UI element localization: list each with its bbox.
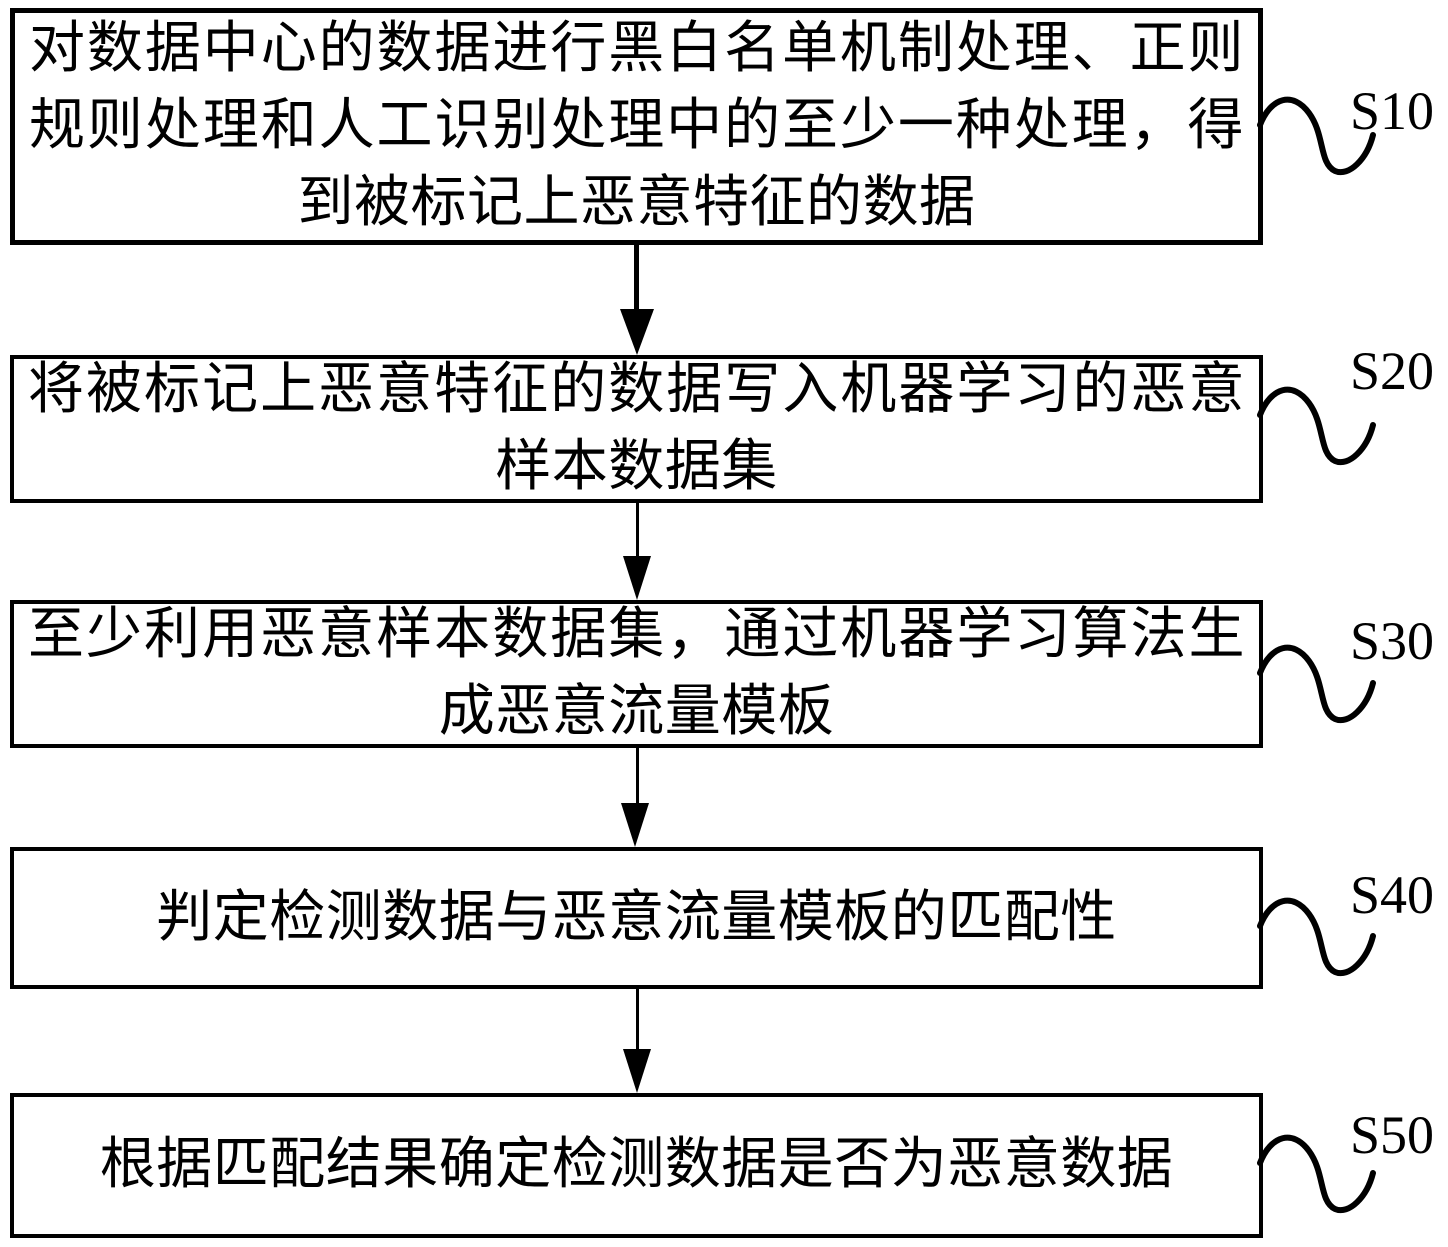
arrow-shaft xyxy=(636,989,639,1051)
step-box-s50: 根据匹配结果确定检测数据是否为恶意数据 xyxy=(10,1093,1263,1238)
arrow-shaft xyxy=(636,503,639,559)
step-connector-squiggle xyxy=(1257,386,1376,466)
step-label-s40: S40 xyxy=(1350,865,1435,925)
step-text-s20: 将被标记上恶意特征的数据写入机器学习的恶意样本数据集 xyxy=(28,359,1245,498)
step-label-s50: S50 xyxy=(1350,1105,1435,1165)
arrow-shaft xyxy=(636,748,639,805)
arrow-head xyxy=(623,1049,651,1093)
arrow-shaft xyxy=(634,245,639,311)
step-box-s40: 判定检测数据与恶意流量模板的匹配性 xyxy=(10,847,1263,989)
step-label-s20: S20 xyxy=(1350,341,1435,401)
step-box-s20: 将被标记上恶意特征的数据写入机器学习的恶意样本数据集 xyxy=(10,355,1263,503)
step-label-s30: S30 xyxy=(1350,611,1435,671)
step-text-s40: 判定检测数据与恶意流量模板的匹配性 xyxy=(156,886,1117,949)
step-text-s50: 根据匹配结果确定检测数据是否为恶意数据 xyxy=(99,1134,1174,1196)
step-text-s10: 对数据中心的数据进行黑白名单机制处理、正则规则处理和人工识别处理中的至少一种处理… xyxy=(29,18,1244,234)
step-box-s30: 至少利用恶意样本数据集，通过机器学习算法生成恶意流量模板 xyxy=(10,600,1263,748)
step-label-s10: S10 xyxy=(1350,81,1435,141)
arrow-head xyxy=(620,309,654,355)
step-connector-squiggle xyxy=(1257,1134,1376,1214)
step-text-s30: 至少利用恶意样本数据集，通过机器学习算法生成恶意流量模板 xyxy=(28,604,1245,743)
step-connector-squiggle xyxy=(1257,644,1376,724)
arrow-head xyxy=(623,556,651,600)
arrow-head xyxy=(621,803,649,847)
step-connector-squiggle xyxy=(1257,897,1376,977)
step-box-s10: 对数据中心的数据进行黑白名单机制处理、正则规则处理和人工识别处理中的至少一种处理… xyxy=(10,8,1263,245)
step-connector-squiggle xyxy=(1257,96,1376,176)
